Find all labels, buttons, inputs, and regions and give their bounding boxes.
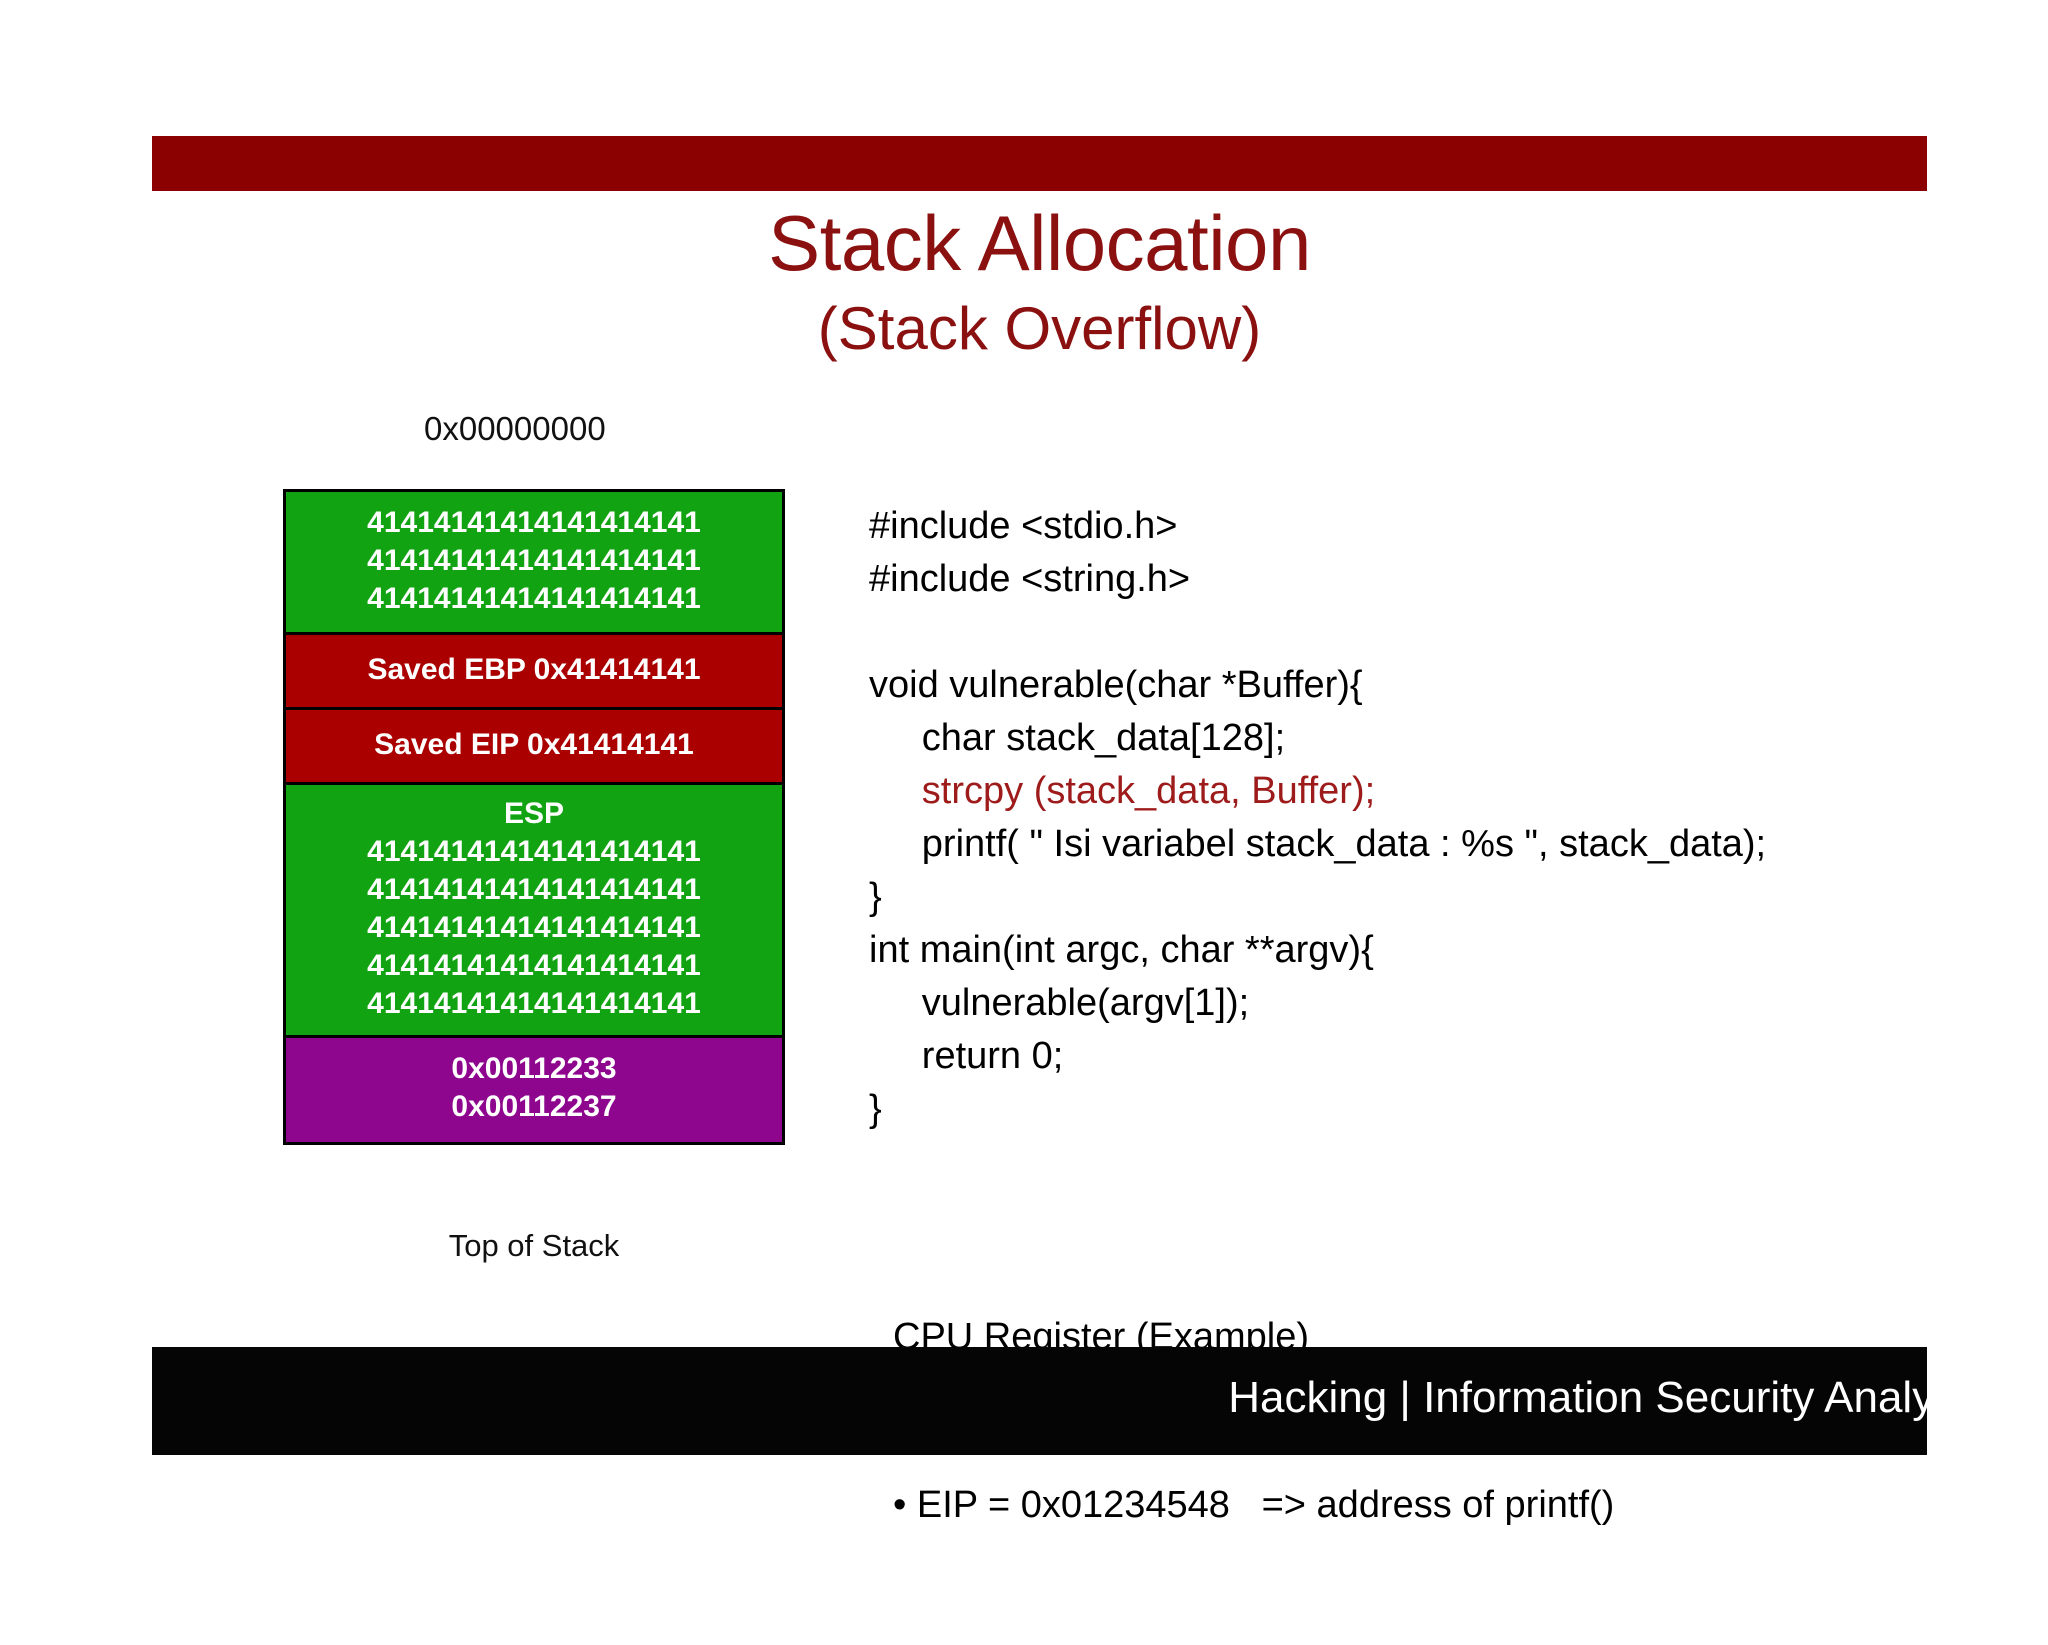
code-line: printf( " Isi variabel stack_data : %s "… [869, 823, 1767, 865]
title-block: Stack Allocation (Stack Overflow) [152, 196, 1927, 368]
stack-cell-top-addresses: 0x00112233 0x00112237 [283, 1035, 785, 1145]
stack-fill-line: 41414141414141414141 [367, 873, 701, 906]
code-blank-line [869, 606, 1929, 659]
cpu-register-eip-bullet: • EIP = 0x01234548 => address of printf(… [893, 1484, 1615, 1526]
stack-cell-buffer-fill: 41414141414141414141 4141414141414141414… [283, 489, 785, 635]
stack-cell-saved-eip: Saved EIP 0x41414141 [283, 707, 785, 785]
code-listing: #include <stdio.h> #include <string.h> vo… [869, 500, 1929, 1136]
stack-fill-line: 41414141414141414141 [367, 582, 701, 615]
stack-fill-line: 41414141414141414141 [367, 544, 701, 577]
stack-fill-line: 41414141414141414141 [367, 506, 701, 539]
code-line-highlighted: strcpy (stack_data, Buffer); [869, 770, 1376, 812]
code-line: return 0; [869, 1035, 1064, 1077]
stack-fill-line: 41414141414141414141 [367, 987, 701, 1020]
stack-address-line: 0x00112237 [451, 1090, 617, 1123]
code-line: void vulnerable(char *Buffer){ [869, 664, 1363, 706]
code-line: vulnerable(argv[1]); [869, 982, 1250, 1024]
code-line: int main(int argc, char **argv){ [869, 929, 1374, 971]
code-line: #include <string.h> [869, 558, 1191, 600]
page-subtitle: (Stack Overflow) [817, 295, 1262, 362]
code-line: char stack_data[128]; [869, 717, 1286, 759]
footer-bar [152, 1347, 1927, 1455]
top-of-stack-caption: Top of Stack [448, 1228, 620, 1263]
esp-label: ESP [503, 797, 565, 830]
stack-diagram: 41414141414141414141 4141414141414141414… [283, 489, 785, 1145]
top-accent-banner [152, 136, 1927, 191]
stack-address-line: 0x00112233 [451, 1052, 617, 1085]
saved-ebp-label: Saved EBP 0x41414141 [367, 653, 701, 686]
stack-cell-saved-ebp: Saved EBP 0x41414141 [283, 632, 785, 710]
stack-cell-esp-region: ESP 41414141414141414141 414141414141414… [283, 782, 785, 1038]
code-line: } [869, 876, 882, 918]
stack-top-address-label: 0x00000000 [424, 410, 606, 447]
footer-text: Hacking | Information Security Analysis [1228, 1373, 1988, 1422]
code-line: #include <stdio.h> [869, 505, 1178, 547]
stack-fill-line: 41414141414141414141 [367, 949, 701, 982]
code-line: } [869, 1088, 882, 1130]
cpu-register-block: CPU Register (Example) • EIP = 0x0123454… [893, 1197, 1953, 1645]
stack-fill-line: 41414141414141414141 [367, 911, 701, 944]
saved-eip-label: Saved EIP 0x41414141 [374, 728, 694, 761]
slide-canvas: Stack Allocation (Stack Overflow) 0x0000… [152, 136, 1988, 1526]
stack-fill-line: 41414141414141414141 [367, 835, 701, 868]
page-title: Stack Allocation [768, 199, 1311, 287]
